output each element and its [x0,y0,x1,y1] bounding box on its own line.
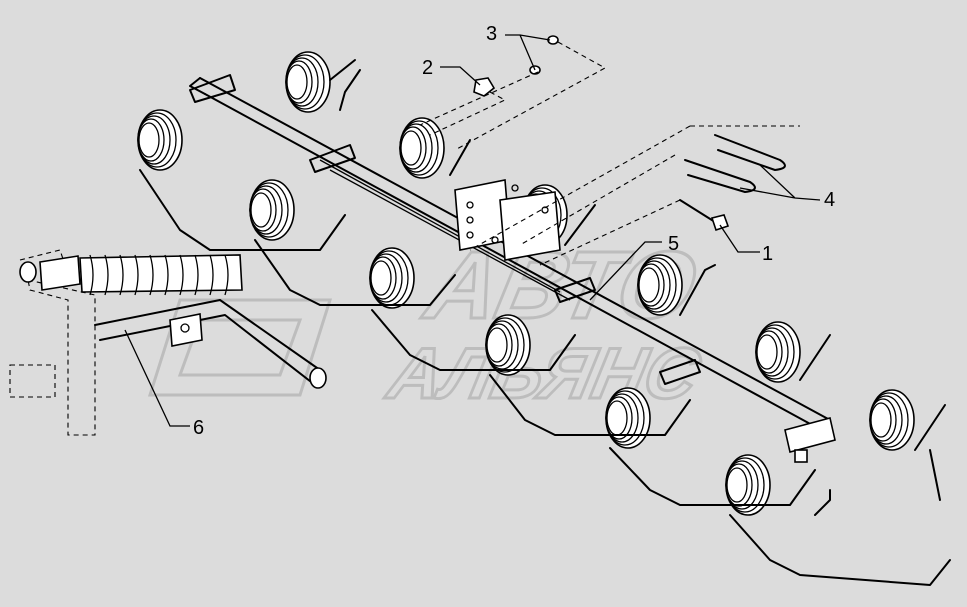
callout-2: 2 [422,57,433,79]
tine-clamps [189,74,701,385]
spring-tine [605,387,651,449]
center-bracket [454,179,561,261]
spring-tine [137,109,183,171]
spring-tine [485,314,531,376]
spring-tine [755,321,801,383]
watermark-line2: АЛЬЯНС [380,334,707,414]
callout-1: 1 [762,243,773,265]
spring-tine [869,389,915,451]
callout-3: 3 [486,23,497,45]
leader-lines [124,34,821,427]
spring-tine [399,117,445,179]
coil-spring [79,254,243,296]
spring-tine [637,254,683,316]
spring-tine [285,51,331,113]
left-mount [9,249,96,436]
spring-tine [369,247,415,309]
callouts: 1 2 3 4 5 6 [193,23,835,439]
guide-lines [419,41,800,266]
callout-6: 6 [193,417,204,439]
watermark-logo [147,298,333,397]
spring-tine [249,179,295,241]
support-arm [94,299,327,389]
callout-5: 5 [668,233,679,255]
callout-4: 4 [824,189,835,211]
end-clamp [784,417,836,463]
tine-wires [139,59,951,586]
